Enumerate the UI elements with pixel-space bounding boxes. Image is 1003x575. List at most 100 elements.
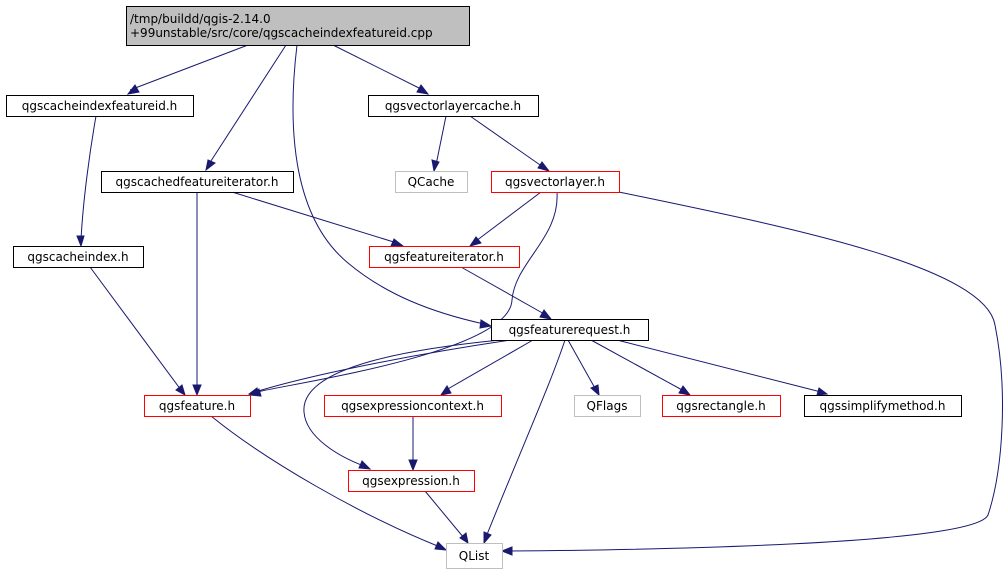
- edge-line: [332, 44, 424, 91]
- node-root[interactable]: /tmp/buildd/qgis-2.14.0+99unstable/src/c…: [126, 6, 470, 46]
- edge-qgsfeaturerequest_h-to-qgsfeature_h: [247, 339, 512, 396]
- edge-line: [89, 266, 182, 391]
- node-label: QList: [459, 549, 490, 563]
- edge-qgscacheindexfeatureid_h-to-qgscacheindex_h: [76, 115, 97, 248]
- arrowhead-icon: [431, 159, 440, 173]
- arrowhead-icon: [479, 319, 493, 329]
- edge-root-to-qgsvectorlayercache_h: [332, 44, 430, 95]
- node-label: qgscachedfeatureiterator.h: [116, 175, 279, 189]
- edge-line: [303, 339, 501, 467]
- node-box: [6, 95, 194, 117]
- arrowhead-icon: [483, 531, 492, 545]
- node-qgssimplifymethod-h[interactable]: qgssimplifymethod.h: [804, 395, 962, 417]
- edge-line: [507, 191, 1003, 552]
- node-box: [101, 171, 294, 193]
- node-label: qgsfeature.h: [159, 399, 235, 413]
- arrowhead-icon: [126, 84, 140, 95]
- edge-line: [567, 339, 597, 391]
- node-label: qgsvectorlayercache.h: [385, 99, 521, 113]
- arrowhead-icon: [358, 460, 372, 470]
- edge-qgscacheindex_h-to-qgsfeature_h: [89, 266, 186, 397]
- node-box: [368, 95, 539, 117]
- node-qgsfeatureiterator-h[interactable]: qgsfeatureiterator.h: [369, 246, 520, 268]
- node-qgsexpression-h[interactable]: qgsexpression.h: [348, 470, 475, 492]
- node-box: [324, 395, 502, 417]
- node-box: [348, 470, 475, 492]
- file-nodes: /tmp/buildd/qgis-2.14.0+99unstable/src/c…: [6, 6, 962, 569]
- node-qgsvectorlayer-h[interactable]: qgsvectorlayer.h: [491, 171, 620, 193]
- edge-qgsexpression_h-to-qlist: [424, 490, 469, 545]
- node-box: [446, 543, 503, 569]
- node-box: [491, 171, 620, 193]
- node-label: /tmp/buildd/qgis-2.14.0: [130, 12, 271, 26]
- node-box: [662, 395, 781, 417]
- edge-line: [475, 191, 542, 242]
- edge-qgsvectorlayer_h-to-qlist: [500, 191, 1003, 556]
- edge-line: [208, 44, 287, 165]
- arrowhead-icon: [537, 161, 551, 172]
- edge-qgsfeaturerequest_h-to-qgssimplifymethod_h: [616, 339, 829, 396]
- node-box: [369, 246, 520, 268]
- edge-root-to-qgsfeaturerequest_h: [292, 44, 493, 329]
- node-qgscacheindex-h[interactable]: qgscacheindex.h: [13, 246, 144, 268]
- edge-line: [129, 44, 249, 91]
- node-qgsfeaturerequest-h[interactable]: qgsfeaturerequest.h: [491, 319, 649, 341]
- edge-qgscachedfeatureiterator_h-to-qgsfeatureiterator_h: [231, 191, 405, 247]
- node-label: qgssimplifymethod.h: [820, 399, 946, 413]
- edge-qgsvectorlayer_h-to-qgsfeature_h: [248, 191, 558, 397]
- edge-qgsvectorlayer_h-to-qgsfeatureiterator_h: [468, 191, 542, 247]
- node-qgsfeature-h[interactable]: qgsfeature.h: [144, 395, 251, 417]
- edge-line: [292, 44, 485, 325]
- arrowhead-icon: [590, 384, 600, 397]
- edge-line: [590, 339, 685, 392]
- edge-qgsfeatureiterator_h-to-qgsfeaturerequest_h: [460, 266, 553, 320]
- node-label: QFlags: [587, 399, 628, 413]
- arrowhead-icon: [416, 84, 430, 95]
- node-qcache: QCache: [395, 171, 468, 193]
- edge-root-to-qgscachedfeatureiterator_h: [205, 44, 287, 172]
- edge-qgsfeaturerequest_h-to-qlist: [483, 339, 566, 545]
- edge-qgsvectorlayercache_h-to-qcache: [431, 115, 447, 173]
- edge-line: [460, 266, 547, 316]
- node-box: [574, 395, 641, 417]
- node-label: qgsexpressioncontext.h: [341, 399, 484, 413]
- arrowhead-icon: [816, 387, 829, 396]
- node-qlist: QList: [446, 543, 503, 569]
- node-label: +99unstable/src/core/qgscacheindexfeatur…: [130, 26, 433, 40]
- arrowhead-icon: [175, 384, 186, 397]
- node-qgscachedfeatureiterator-h[interactable]: qgscachedfeatureiterator.h: [101, 171, 294, 193]
- node-label: qgsvectorlayer.h: [505, 175, 605, 189]
- arrowhead-icon: [247, 387, 260, 396]
- node-qgscacheindexfeatureid-h[interactable]: qgscacheindexfeatureid.h: [6, 95, 194, 117]
- node-qgsexpressioncontext-h[interactable]: qgsexpressioncontext.h: [324, 395, 502, 417]
- arrowhead-icon: [539, 309, 553, 320]
- edge-qgsexpressioncontext_h-to-qgsexpression_h: [408, 416, 418, 472]
- arrowhead-icon: [76, 235, 85, 248]
- arrowhead-icon: [192, 384, 202, 397]
- edge-line: [485, 339, 566, 538]
- edge-qgsvectorlayercache_h-to-qgsvectorlayer_h: [469, 115, 551, 172]
- edge-qgsfeature_h-to-qlist: [210, 415, 448, 551]
- edge-line: [616, 339, 822, 393]
- node-qgsvectorlayercache-h[interactable]: qgsvectorlayercache.h: [368, 95, 539, 117]
- edge-qgsfeaturerequest_h-to-qgsexpression_h: [303, 339, 501, 470]
- node-label: qgsfeaturerequest.h: [509, 323, 631, 337]
- node-label: qgscacheindexfeatureid.h: [22, 99, 178, 113]
- edge-line: [231, 191, 398, 244]
- edge-line: [254, 339, 512, 393]
- edge-root-to-qgscacheindexfeatureid_h: [126, 44, 249, 95]
- arrowhead-icon: [439, 385, 452, 396]
- arrowhead-icon: [500, 546, 513, 556]
- node-label: qgsfeatureiterator.h: [384, 250, 504, 264]
- edge-qgscachedfeatureiterator_h-to-qgsfeature_h: [192, 192, 202, 397]
- edge-line: [469, 115, 544, 168]
- node-label: qgsexpression.h: [362, 474, 460, 488]
- node-box: [491, 319, 649, 341]
- edge-line: [445, 339, 534, 391]
- arrowhead-icon: [205, 159, 216, 172]
- node-qgsrectangle-h[interactable]: qgsrectangle.h: [662, 395, 781, 417]
- node-box: [13, 246, 144, 268]
- arrowhead-icon: [408, 459, 418, 472]
- edge-line: [80, 115, 97, 241]
- node-label: QCache: [408, 175, 455, 189]
